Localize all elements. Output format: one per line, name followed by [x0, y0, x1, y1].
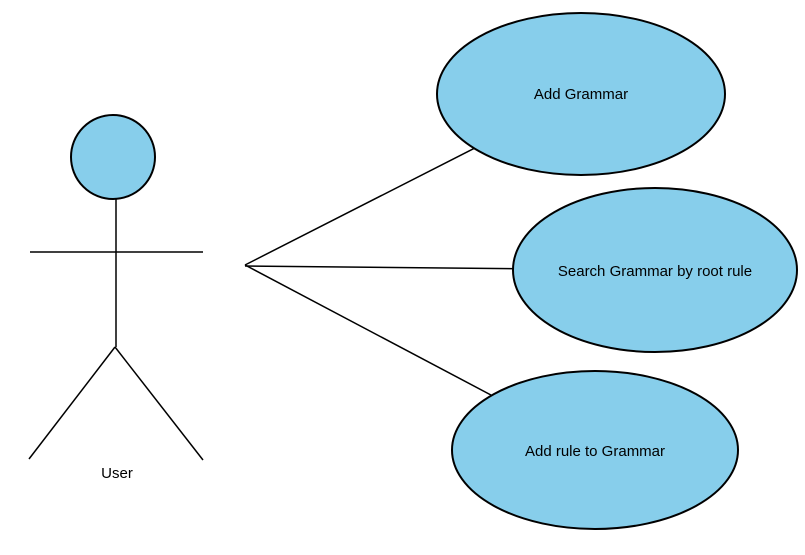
use-case-add-grammar-ellipse [436, 12, 726, 176]
use-case-search-grammar-ellipse [512, 187, 798, 353]
actor-leg-left [28, 346, 116, 460]
actor-head [70, 114, 156, 200]
use-case-add-rule[interactable]: Add rule to Grammar [451, 370, 739, 530]
use-case-add-rule-ellipse [451, 370, 739, 530]
use-case-add-grammar-label: Add Grammar [534, 86, 628, 103]
use-case-add-grammar[interactable]: Add Grammar [436, 12, 726, 176]
use-case-add-rule-label: Add rule to Grammar [525, 443, 665, 460]
actor-leg-right [114, 346, 204, 461]
actor-label: User [101, 465, 133, 482]
use-case-search-grammar-label: Search Grammar by root rule [558, 263, 752, 280]
actor-user[interactable]: User [28, 114, 204, 482]
use-case-search-grammar[interactable]: Search Grammar by root rule [512, 187, 798, 353]
